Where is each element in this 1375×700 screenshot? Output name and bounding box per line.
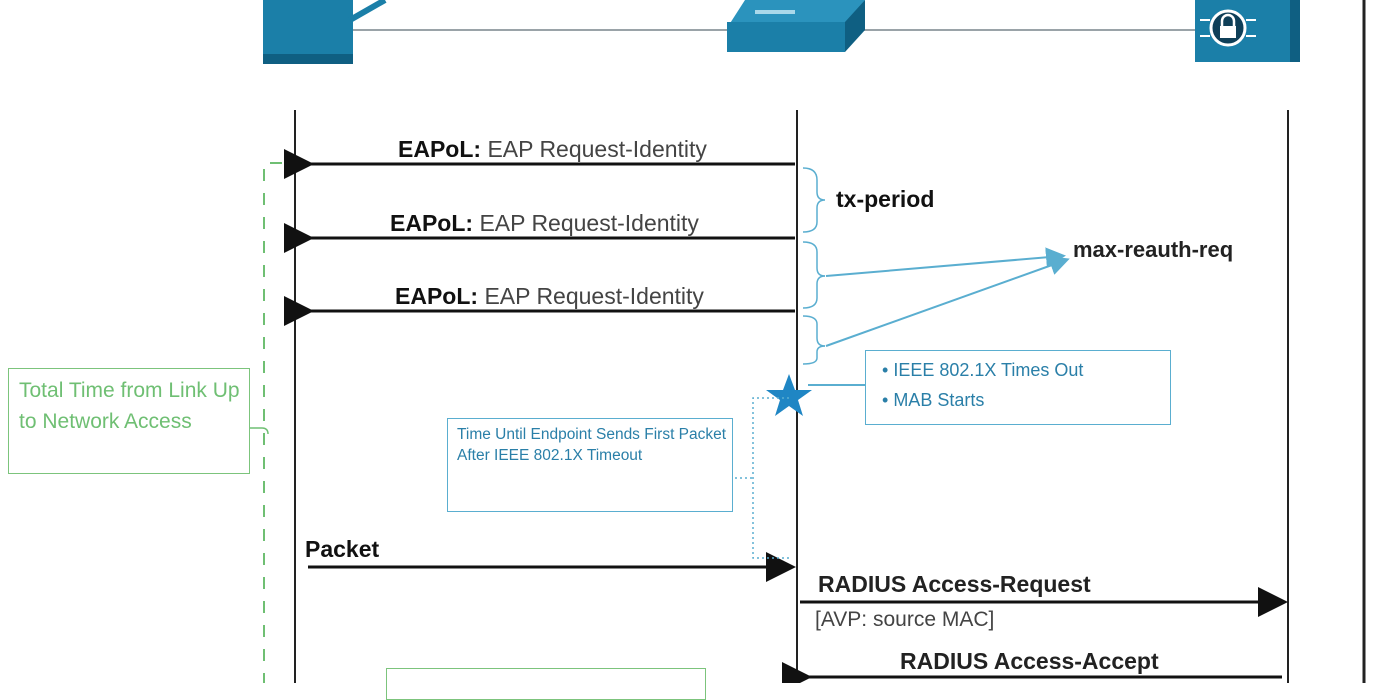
diagram-canvas	[250, 0, 1366, 683]
radius-avp-label: [AVP: source MAC]	[815, 608, 995, 631]
sequence-diagram: EAPoL: EAP Request-Identity EAPoL: EAP R…	[8, 0, 1366, 700]
eap-label-2: EAPoL: EAP Request-Identity	[390, 210, 699, 237]
timeout-item-2: • MAB Starts	[882, 390, 985, 410]
radius-request-label: RADIUS Access-Request	[818, 571, 1091, 597]
total-time-text: Total Time from Link Up to Network Acces…	[19, 379, 240, 433]
timeout-note: • IEEE 802.1X Times Out • MAB Starts	[865, 350, 1171, 425]
supplicant-device-icon	[263, 0, 387, 64]
switch-device-icon	[727, 0, 865, 52]
tx-period-label: tx-period	[836, 186, 935, 212]
endpoint-wait-text: Time Until Endpoint Sends First Packet A…	[457, 426, 727, 464]
timer-brackets	[802, 167, 826, 365]
network-access-note	[386, 668, 706, 700]
eap-text-1: EAP Request-Identity	[487, 136, 707, 162]
radius-accept-label: RADIUS Access-Accept	[900, 648, 1159, 674]
timeout-star-icon	[766, 374, 812, 416]
eap-label-3: EAPoL: EAP Request-Identity	[395, 283, 704, 310]
eap-proto-1: EAPoL:	[398, 136, 482, 162]
eap-text-2: EAP Request-Identity	[479, 210, 699, 236]
max-reauth-link-2	[825, 255, 1070, 347]
timeout-item-1: • IEEE 802.1X Times Out	[882, 360, 1084, 380]
total-time-line	[263, 162, 282, 683]
packet-label: Packet	[305, 536, 380, 562]
endpoint-wait-bracket	[752, 397, 789, 559]
max-reauth-link-1	[825, 247, 1066, 277]
aaa-server-device-icon	[1195, 0, 1300, 62]
endpoint-wait-note: Time Until Endpoint Sends First Packet A…	[447, 418, 733, 512]
max-reauth-req-label: max-reauth-req	[1073, 237, 1234, 262]
eap-proto-2: EAPoL:	[390, 210, 474, 236]
eap-text-3: EAP Request-Identity	[484, 283, 704, 309]
total-time-note: Total Time from Link Up to Network Acces…	[8, 368, 250, 474]
eap-label-1: EAPoL: EAP Request-Identity	[398, 136, 707, 163]
eap-proto-3: EAPoL:	[395, 283, 479, 309]
